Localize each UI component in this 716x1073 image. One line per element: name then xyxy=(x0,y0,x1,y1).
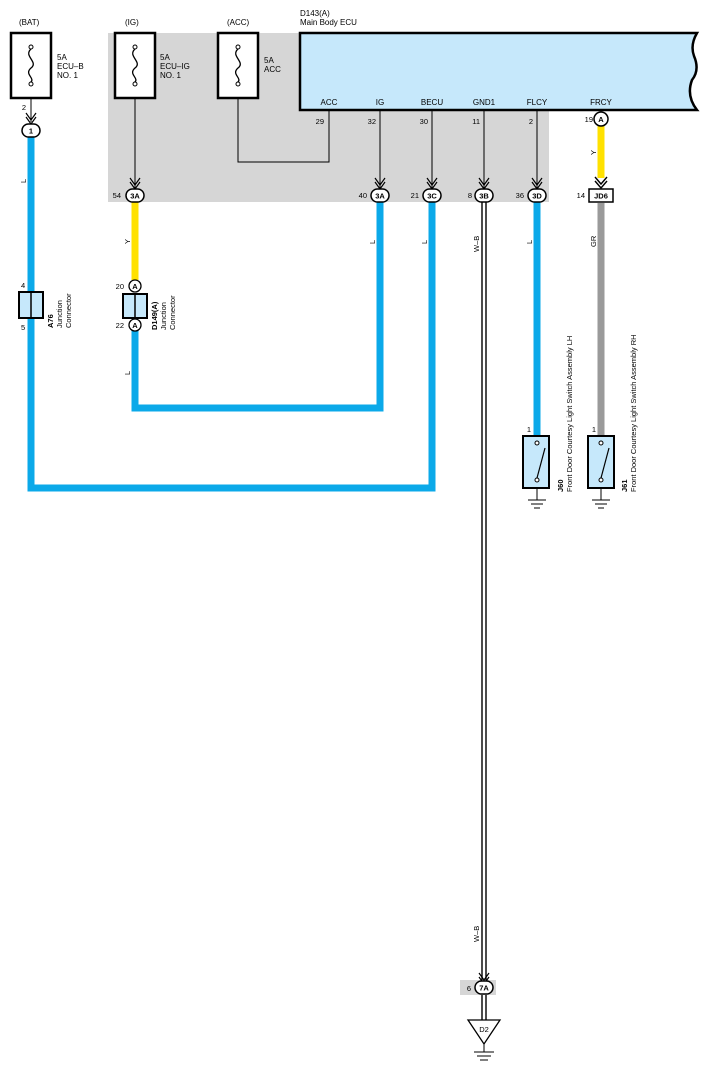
ground-connector-pin: 6 xyxy=(467,984,471,993)
power-source-ig: (IG) xyxy=(125,18,139,27)
junction-a76 xyxy=(18,291,44,319)
switch-j60 xyxy=(522,435,550,509)
jb-connector-54-code: 3A xyxy=(130,192,140,201)
jb-connector-36-pin: 36 xyxy=(516,191,524,200)
wire-label-flcy: L xyxy=(525,240,534,244)
fuse-ecu-ig xyxy=(113,31,157,100)
switch-j60-pin: 1 xyxy=(527,425,531,434)
ecu-terminal-becu: BECU xyxy=(421,98,443,107)
wire-label-gnd-lower: W–B xyxy=(472,926,481,942)
fuse-ecu-b-name: ECU–B xyxy=(57,62,84,71)
chevron-14 xyxy=(594,176,608,190)
fuse-ecu-ig-name: ECU–IG xyxy=(160,62,190,71)
fuse-acc-name: ACC xyxy=(264,65,281,74)
junction-d149-label2: Connector xyxy=(168,295,177,330)
switch-j61-pin: 1 xyxy=(592,425,596,434)
ground-point-code: D2 xyxy=(479,1025,489,1034)
frcy-connector-code: A xyxy=(598,115,604,124)
jb-connector-14-code: JD6 xyxy=(594,192,608,201)
ecu-pin-acc: 29 xyxy=(316,117,324,126)
power-source-bat: (BAT) xyxy=(19,18,40,27)
junction-d149-conn-bottom xyxy=(128,318,142,332)
wire-label-ig-upper: Y xyxy=(123,239,132,244)
wire-ig-l xyxy=(131,202,384,412)
wire-label-frcy-upper: Y xyxy=(589,150,598,155)
switch-j61-code: J61 xyxy=(620,479,629,492)
jb-connector-40-code: 3A xyxy=(375,192,385,201)
ecu-box xyxy=(298,31,700,112)
junction-a76-label2: Connector xyxy=(64,293,73,328)
ground-connector-7a xyxy=(474,980,494,995)
ecu-terminal-frcy: FRCY xyxy=(590,98,612,107)
ground-connector-code: 7A xyxy=(479,984,489,993)
fuse-ecu-ig-rating: 5A xyxy=(160,53,170,62)
ground-point-d2 xyxy=(466,1019,502,1061)
ecu-terminal-acc: ACC xyxy=(321,98,338,107)
ecu-terminal-flcy: FLCY xyxy=(527,98,548,107)
junction-a76-label1: Junction xyxy=(55,300,64,328)
jb-connector-54 xyxy=(125,188,145,203)
jb-connector-21-code: 3C xyxy=(427,192,437,201)
frcy-connector xyxy=(593,111,609,127)
junction-d149-conn-bottom-code: A xyxy=(132,321,138,330)
junction-d149-label1: Junction xyxy=(159,302,168,330)
wire-label-bat: L xyxy=(19,179,28,183)
wire-label-becu: L xyxy=(420,240,429,244)
wire-label-gnd-upper: W–B xyxy=(472,236,481,252)
fuse-ecu-ig-number: NO. 1 xyxy=(160,71,181,80)
junction-d149-pin-bottom: 22 xyxy=(116,321,124,330)
wire-label-frcy-lower: GR xyxy=(589,235,598,247)
fuse-b-connector xyxy=(21,123,41,138)
jb-connector-21-pin: 21 xyxy=(411,191,419,200)
wire-label-ig-return: L xyxy=(368,240,377,244)
jb-connector-40 xyxy=(370,188,390,203)
fuse-ecu-b xyxy=(9,31,53,100)
ecu-pin-becu: 30 xyxy=(420,117,428,126)
ecu-pin-gnd1: 11 xyxy=(472,117,480,126)
switch-j60-code: J60 xyxy=(556,479,565,492)
jb-connector-8-pin: 8 xyxy=(468,191,472,200)
junction-a76-pin-bottom: 5 xyxy=(21,323,25,332)
fuse-acc-rating: 5A xyxy=(264,56,274,65)
jb-connector-36 xyxy=(527,188,547,203)
ecu-code: D143(A) xyxy=(300,9,330,18)
junction-a76-code: A76 xyxy=(46,314,55,328)
junction-d149-conn-top xyxy=(128,279,142,293)
fuse-ecu-b-rating: 5A xyxy=(57,53,67,62)
switch-j61-name: Front Door Courtesy Light Switch Assembl… xyxy=(629,334,638,492)
power-source-acc: (ACC) xyxy=(227,18,250,27)
junction-a76-pin-top: 4 xyxy=(21,281,25,290)
ecu-name: Main Body ECU xyxy=(300,18,357,27)
junction-d149-pin-top: 20 xyxy=(116,282,124,291)
wire-gnd-wb-c xyxy=(481,995,487,1020)
fuse-b-connector-code: 1 xyxy=(29,127,33,136)
fuse-acc xyxy=(216,31,260,100)
switch-j60-name: Front Door Courtesy Light Switch Assembl… xyxy=(565,336,574,492)
ecu-pin-flcy: 2 xyxy=(529,117,533,126)
jb-connector-14-pin: 14 xyxy=(577,191,585,200)
switch-j61 xyxy=(587,435,615,509)
jb-connector-8 xyxy=(474,188,494,203)
jb-connector-14 xyxy=(588,188,614,203)
ecu-terminal-ig: IG xyxy=(376,98,384,107)
junction-d149 xyxy=(122,293,148,319)
junction-d149-conn-top-code: A xyxy=(132,282,138,291)
fuse-ecu-b-number: NO. 1 xyxy=(57,71,78,80)
jb-connector-40-pin: 40 xyxy=(359,191,367,200)
acc-feed-line xyxy=(237,98,330,163)
jb-connector-36-code: 3D xyxy=(532,192,542,201)
jb-connector-8-code: 3B xyxy=(479,192,489,201)
fuse-b-connector-pin: 2 xyxy=(22,103,26,112)
jb-connector-54-pin: 54 xyxy=(113,191,121,200)
junction-d149-code: D149(A) xyxy=(150,301,159,330)
ecu-pin-ig: 32 xyxy=(368,117,376,126)
wire-label-ig-lower: L xyxy=(123,371,132,375)
ecu-terminal-gnd1: GND1 xyxy=(473,98,496,107)
ecu-pin-frcy: 19 xyxy=(585,115,593,124)
jb-connector-21 xyxy=(422,188,442,203)
